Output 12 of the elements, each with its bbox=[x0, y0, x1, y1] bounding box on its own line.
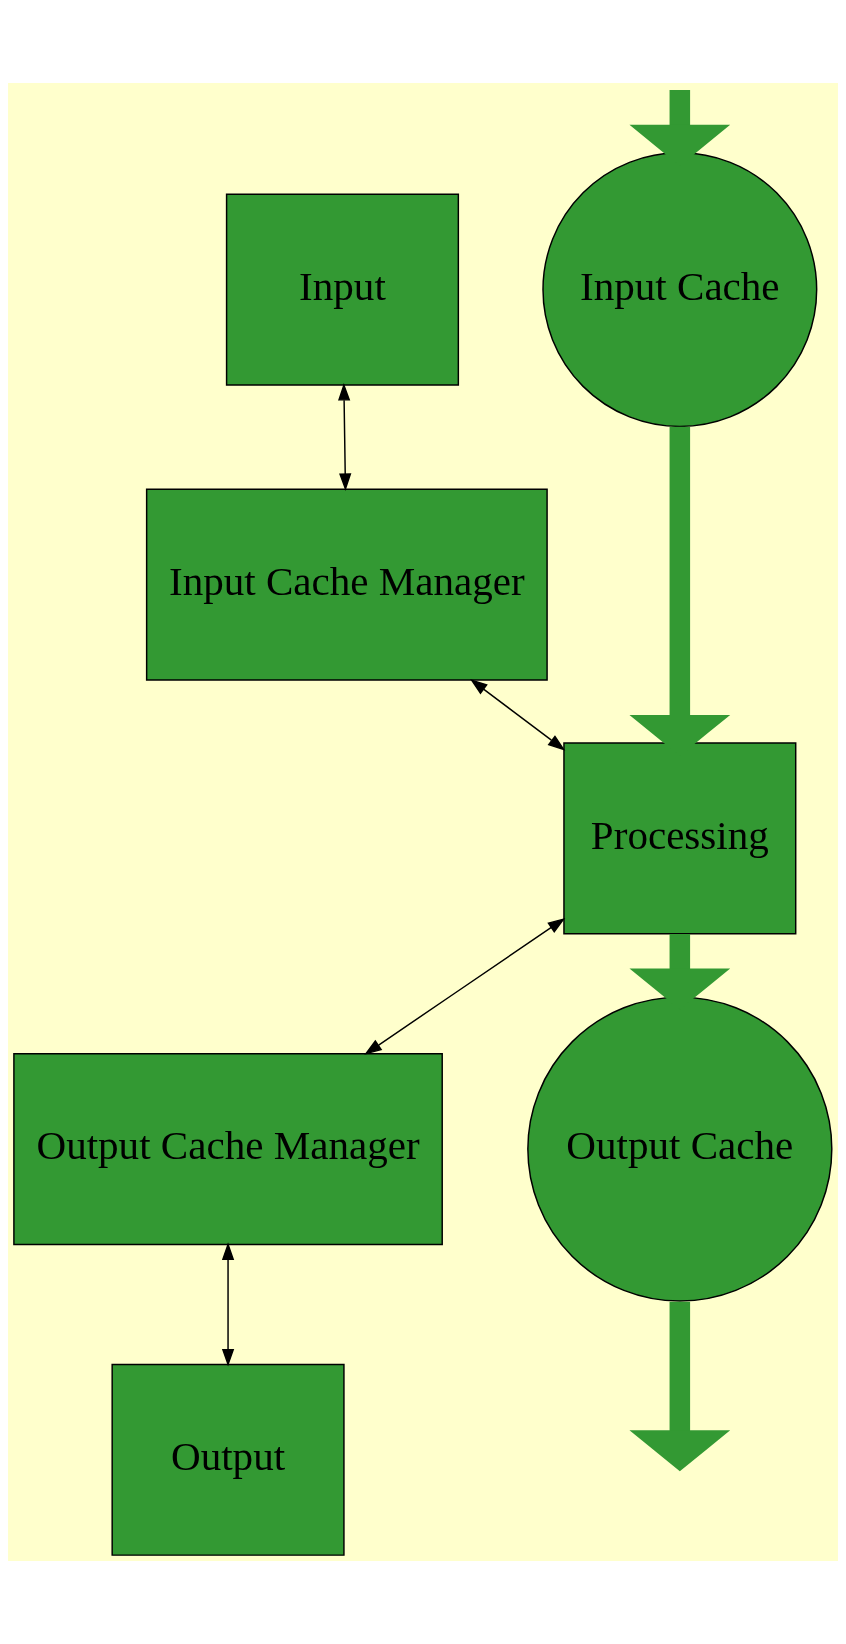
node-box: Input Cache Manager bbox=[145, 488, 548, 681]
node-circle: Input Cache bbox=[542, 152, 818, 428]
node-box: Output Cache Manager bbox=[13, 1053, 443, 1246]
node-box: Input bbox=[225, 193, 460, 386]
arrow bbox=[221, 1242, 235, 1367]
arrow bbox=[470, 678, 566, 751]
arrow bbox=[337, 382, 352, 492]
arrow bbox=[629, 1301, 731, 1472]
node-box: Processing bbox=[563, 742, 797, 935]
arrow bbox=[364, 917, 566, 1055]
node-circle: Output Cache bbox=[527, 996, 833, 1302]
node-box: Output bbox=[111, 1363, 345, 1556]
